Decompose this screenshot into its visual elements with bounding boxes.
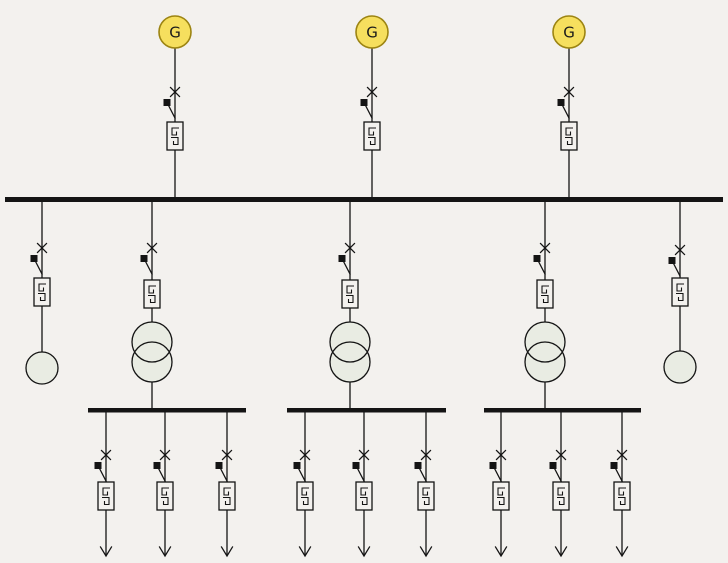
disconnector-icon: [93, 449, 112, 482]
main-busbar: [5, 197, 723, 202]
disconnector-icon: [29, 242, 48, 275]
disconnector-icon: [488, 449, 507, 482]
disconnector-icon: [667, 244, 686, 277]
transformer-icon: [524, 321, 566, 383]
circuit-breaker-icon: [613, 481, 631, 511]
load-icon: [663, 350, 697, 384]
disconnector-icon: [413, 449, 432, 482]
secondary-busbar-3: [484, 408, 641, 413]
load-feeder: [609, 411, 631, 557]
disconnector-icon: [359, 86, 378, 119]
circuit-breaker-icon: [552, 481, 570, 511]
circuit-breaker-icon: [341, 279, 359, 309]
circuit-breaker-icon: [143, 279, 161, 309]
generator-label: G: [366, 24, 378, 42]
generator-bay-3: G: [552, 15, 586, 200]
circuit-breaker-icon: [536, 279, 554, 309]
transformer-feeder-2: [329, 201, 371, 409]
generator-icon: [355, 15, 389, 49]
circuit-breaker-icon: [355, 481, 373, 511]
secondary-busbar-2: [287, 408, 446, 413]
circuit-breaker-icon: [417, 481, 435, 511]
disconnector-icon: [609, 449, 628, 482]
load-feeder: [413, 411, 435, 557]
circuit-breaker-icon: [363, 121, 381, 151]
feeder-left-load: [25, 201, 59, 385]
disconnector-icon: [337, 242, 356, 275]
circuit-breaker-icon: [218, 481, 236, 511]
circuit-breaker-icon: [560, 121, 578, 151]
load-icon: [25, 351, 59, 385]
transformer-icon: [329, 321, 371, 383]
feeder-right-load: [663, 201, 697, 384]
circuit-breaker-icon: [156, 481, 174, 511]
transformer-icon: [131, 321, 173, 383]
load-feeder: [488, 411, 510, 557]
load-feeder: [548, 411, 570, 557]
load-feeder: [93, 411, 115, 557]
generator-label: G: [563, 24, 575, 42]
disconnector-icon: [292, 449, 311, 482]
disconnector-icon: [556, 86, 575, 119]
circuit-breaker-icon: [296, 481, 314, 511]
load-feeder: [351, 411, 373, 557]
generator-icon: [552, 15, 586, 49]
load-feeder: [214, 411, 236, 557]
disconnector-icon: [548, 449, 567, 482]
circuit-breaker-icon: [33, 277, 51, 307]
circuit-breaker-icon: [671, 277, 689, 307]
transformer-feeder-3: [524, 201, 566, 409]
secondary-busbar-1: [88, 408, 246, 413]
disconnector-icon: [214, 449, 233, 482]
transformer-feeder-1: [131, 201, 173, 409]
load-feeder: [292, 411, 314, 557]
circuit-breaker-icon: [166, 121, 184, 151]
circuit-breaker-icon: [492, 481, 510, 511]
disconnector-icon: [152, 449, 171, 482]
disconnector-icon: [532, 242, 551, 275]
load-feeder: [152, 411, 174, 557]
disconnector-icon: [162, 86, 181, 119]
generator-bay-2: G: [355, 15, 389, 200]
generator-bay-1: G: [158, 15, 192, 200]
generator-icon: [158, 15, 192, 49]
generator-label: G: [169, 24, 181, 42]
disconnector-icon: [139, 242, 158, 275]
disconnector-icon: [351, 449, 370, 482]
circuit-breaker-icon: [97, 481, 115, 511]
